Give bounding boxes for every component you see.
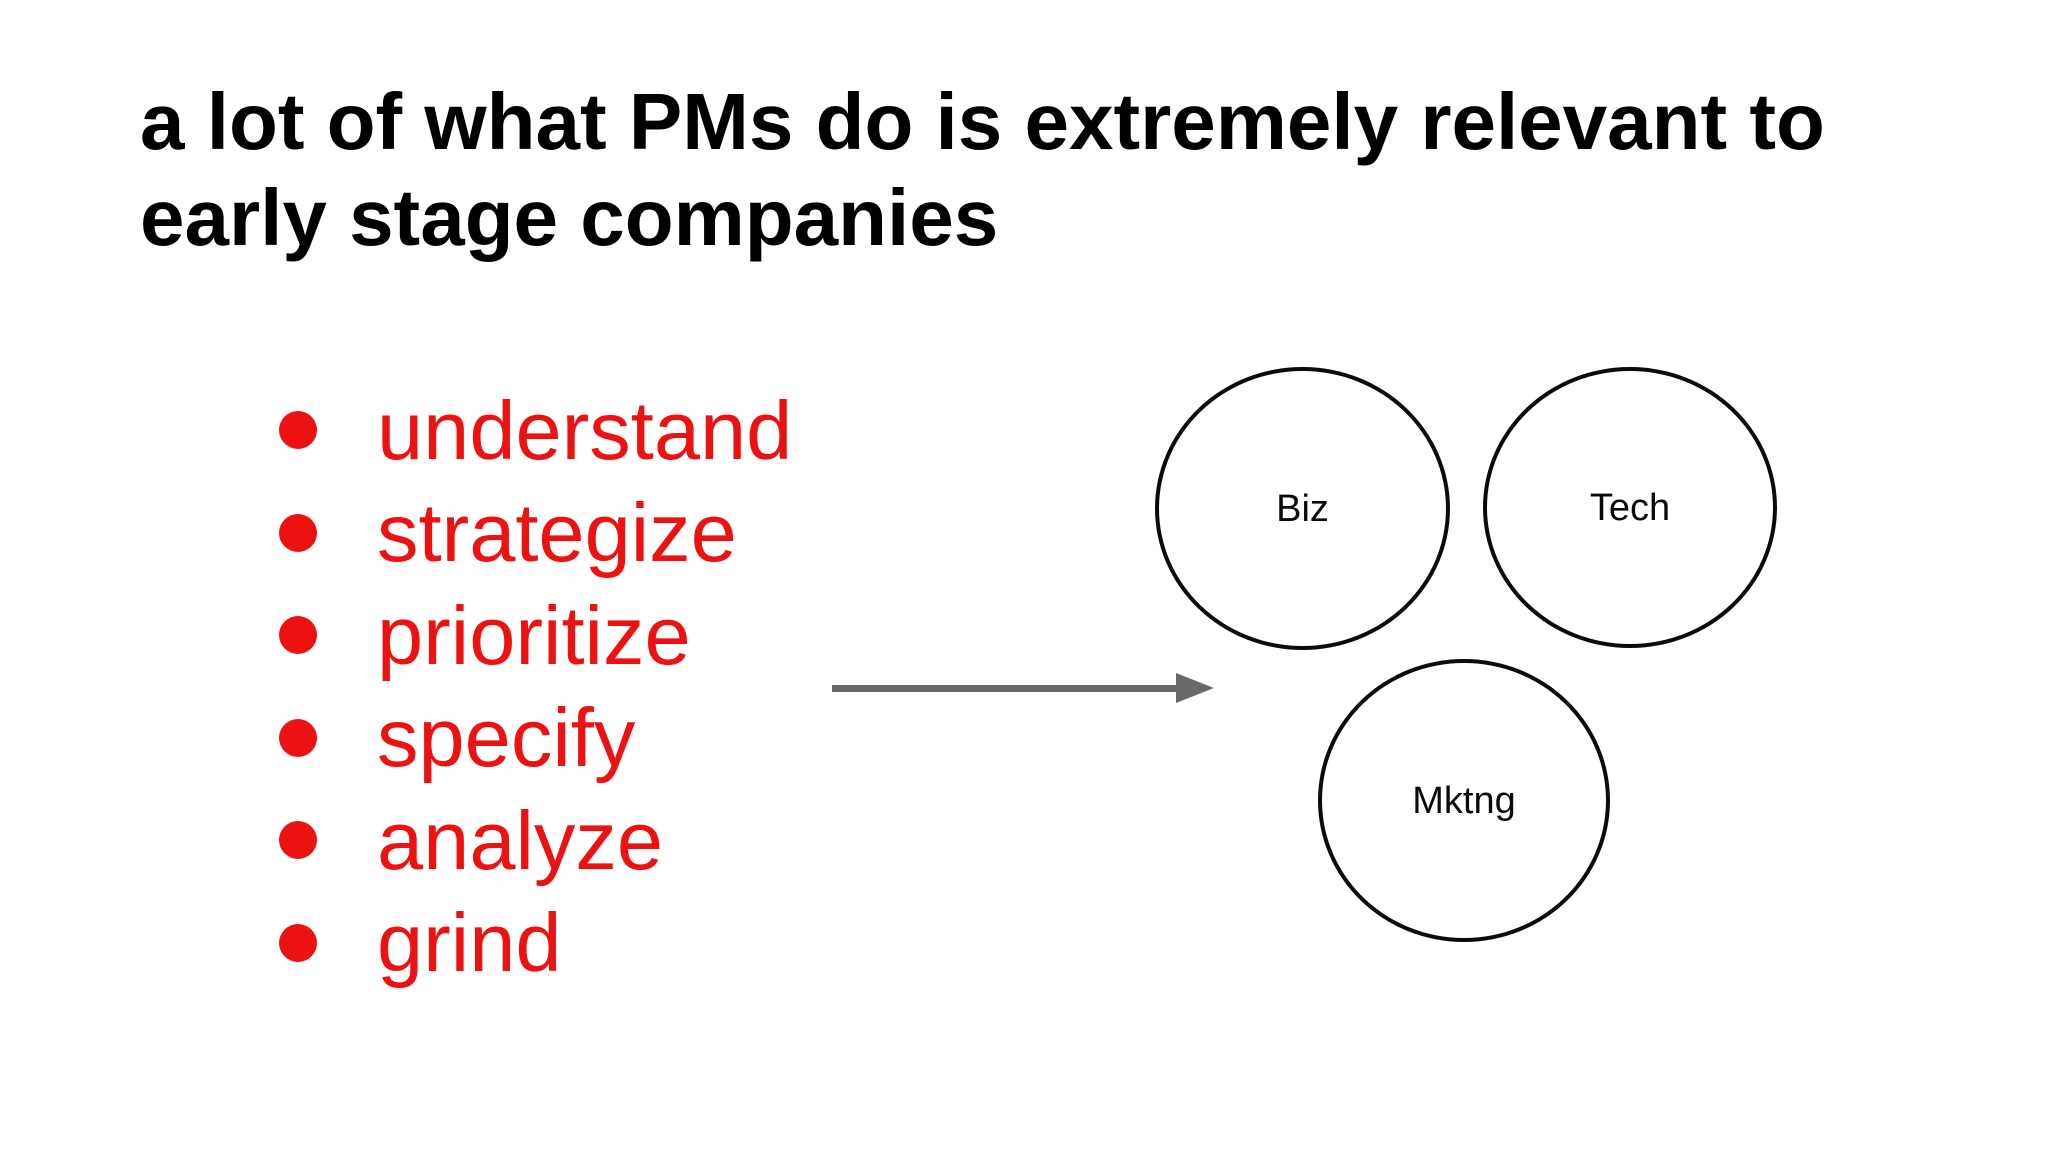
- bullet-item: analyze: [279, 789, 792, 892]
- title-line-1: a lot of what PMs do is extremely releva…: [140, 77, 1825, 166]
- arrow-head-icon: [1176, 673, 1214, 703]
- bullet-item-label: understand: [377, 383, 793, 477]
- bullet-item: strategize: [279, 482, 792, 585]
- bullet-dot-icon: [279, 513, 317, 552]
- bullet-item-label: prioritize: [377, 588, 691, 682]
- bullet-item-label: grind: [377, 896, 562, 990]
- bullet-dot-icon: [279, 718, 317, 757]
- title-line-2: early stage companies: [140, 173, 999, 262]
- bullet-dot-icon: [279, 923, 317, 962]
- bullet-item: understand: [279, 379, 792, 482]
- slide-title: a lot of what PMs do is extremely releva…: [140, 74, 1825, 266]
- circle-biz: Biz: [1155, 367, 1450, 650]
- circle-label: Tech: [1589, 486, 1671, 529]
- circle-label: Biz: [1276, 487, 1329, 530]
- circle-mktng: Mktng: [1318, 659, 1610, 942]
- bullet-item: specify: [279, 687, 792, 790]
- bullet-dot-icon: [279, 411, 317, 450]
- circle-label: Mktng: [1412, 779, 1516, 822]
- bullet-dot-icon: [279, 616, 317, 655]
- arrow-shaft: [832, 685, 1176, 692]
- bullet-list: understand strategize prioritize specify…: [279, 379, 792, 994]
- bullet-item-label: analyze: [377, 793, 664, 887]
- circle-tech: Tech: [1483, 367, 1777, 648]
- bullet-item: grind: [279, 892, 792, 995]
- bullet-item-label: specify: [377, 691, 636, 785]
- bullet-item: prioritize: [279, 584, 792, 687]
- bullet-dot-icon: [279, 821, 317, 860]
- bullet-item-label: strategize: [377, 486, 737, 580]
